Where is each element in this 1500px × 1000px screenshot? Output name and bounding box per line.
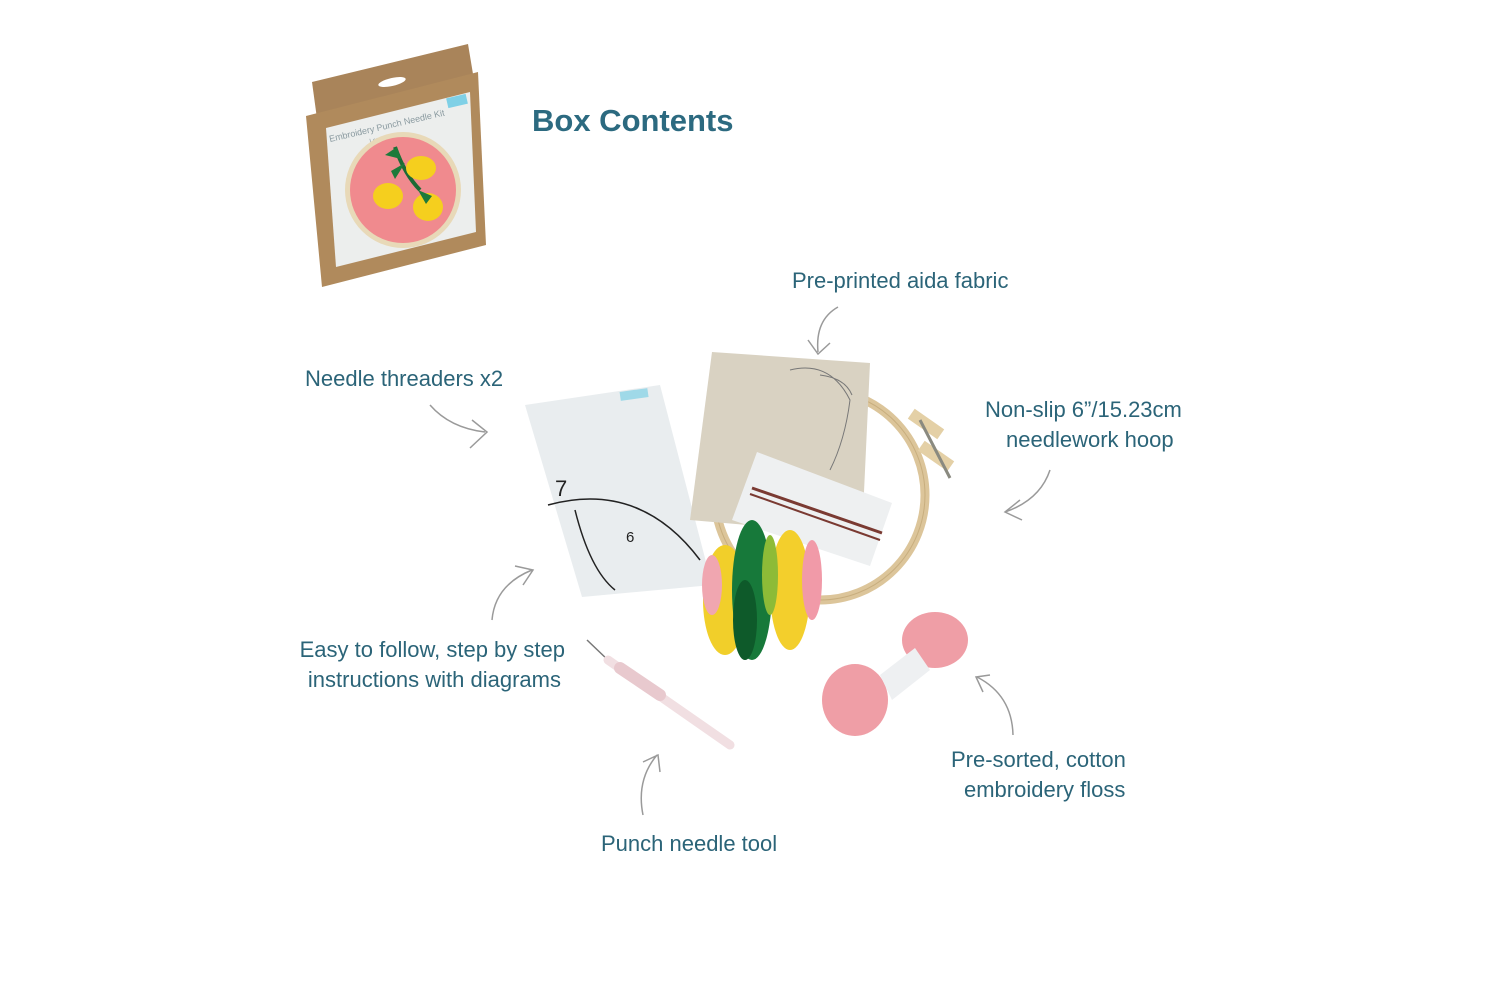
label-threaders: Needle threaders x2 — [305, 366, 504, 391]
floss-bundle-image — [702, 520, 822, 660]
punch-needle-image — [586, 639, 735, 750]
instructions-card-image: 7 6 — [525, 385, 712, 597]
arrow-floss-icon — [974, 674, 1014, 736]
label-floss-line1: Pre-sorted, cotton — [951, 747, 1126, 772]
label-hoop-line2: needlework hoop — [1006, 427, 1174, 452]
arrow-needle-icon — [640, 753, 661, 816]
label-hoop-line1: Non-slip 6”/15.23cm — [985, 397, 1182, 422]
pink-skein-image — [822, 612, 968, 736]
thread-organiser-image — [732, 452, 892, 566]
svg-text:7: 7 — [555, 476, 567, 501]
kit-box-image: Embroidery Punch Needle Kit Lemons — [306, 44, 486, 287]
arrow-threaders-icon — [429, 404, 489, 449]
arrows — [429, 306, 1051, 816]
label-needle: Punch needle tool — [601, 831, 778, 856]
label-floss-line2: embroidery floss — [964, 777, 1126, 802]
label-instructions-line2: instructions with diagrams — [307, 667, 561, 692]
arrow-hoop-icon — [1003, 469, 1051, 521]
page-title: Box Contents — [532, 103, 734, 138]
label-fabric: Pre-printed aida fabric — [792, 268, 1009, 293]
svg-text:6: 6 — [626, 529, 634, 546]
label-instructions-line1: Easy to follow, step by step — [299, 637, 565, 662]
arrow-fabric-icon — [807, 306, 839, 356]
arrow-instructions-icon — [491, 565, 535, 621]
